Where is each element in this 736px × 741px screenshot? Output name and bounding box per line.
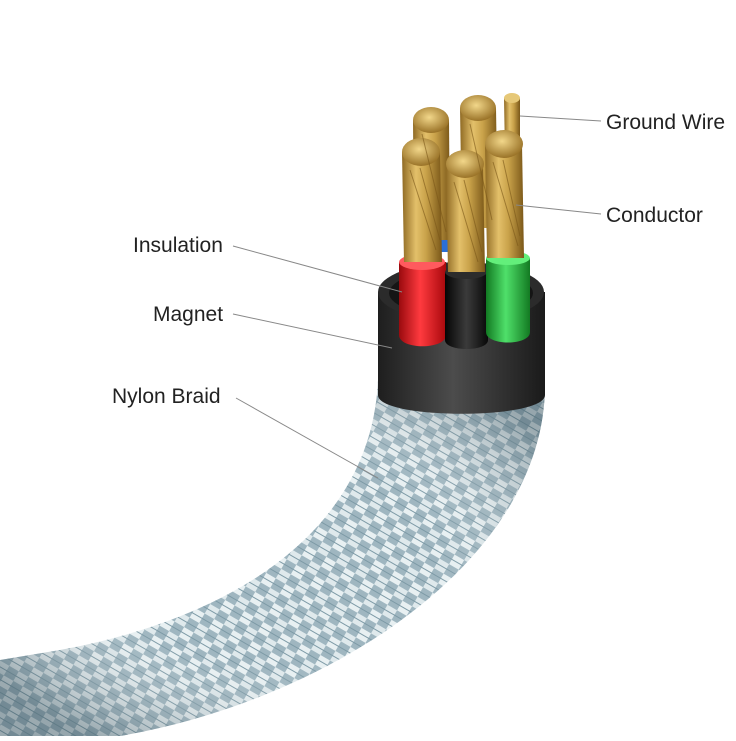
label-conductor: Conductor <box>606 204 703 227</box>
label-ground-wire: Ground Wire <box>606 111 726 134</box>
leader-line-magnet <box>232 313 393 349</box>
leader-lines <box>232 115 602 479</box>
leader-line-conductor <box>515 204 602 215</box>
leader-line-insulation <box>232 245 403 293</box>
leader-line-ground-wire <box>519 115 602 122</box>
nylon-braid-body <box>0 380 545 736</box>
label-magnet: Magnet <box>153 303 224 326</box>
leader-line-nylon-braid <box>235 397 379 479</box>
label-insulation: Insulation <box>133 234 223 257</box>
conductor-strands-front <box>402 123 524 272</box>
label-nylon-braid: Nylon Braid <box>112 385 221 408</box>
